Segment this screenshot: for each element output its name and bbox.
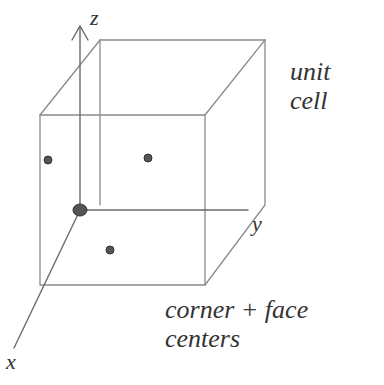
- face-center-atom: [144, 154, 152, 162]
- note-text: unit cell: [290, 58, 360, 115]
- cube-front-face: [40, 115, 205, 285]
- note-text: corner + face centers: [165, 296, 325, 353]
- atoms: [44, 154, 152, 254]
- axis-label: z: [90, 6, 120, 30]
- cube-right-face: [205, 40, 265, 285]
- z-axis: [79, 28, 80, 210]
- x-axis: [14, 210, 80, 348]
- y-axis: [80, 209, 248, 210]
- cube-outline: [40, 40, 265, 285]
- cube-hidden-edge: [99, 40, 100, 205]
- face-center-atom: [44, 156, 52, 164]
- face-center-atom: [106, 246, 114, 254]
- z-arrowhead: [72, 26, 88, 40]
- axis-label: y: [252, 212, 282, 236]
- cube-top-face: [40, 40, 265, 115]
- corner-atom: [73, 204, 87, 216]
- axis-label: x: [6, 350, 36, 374]
